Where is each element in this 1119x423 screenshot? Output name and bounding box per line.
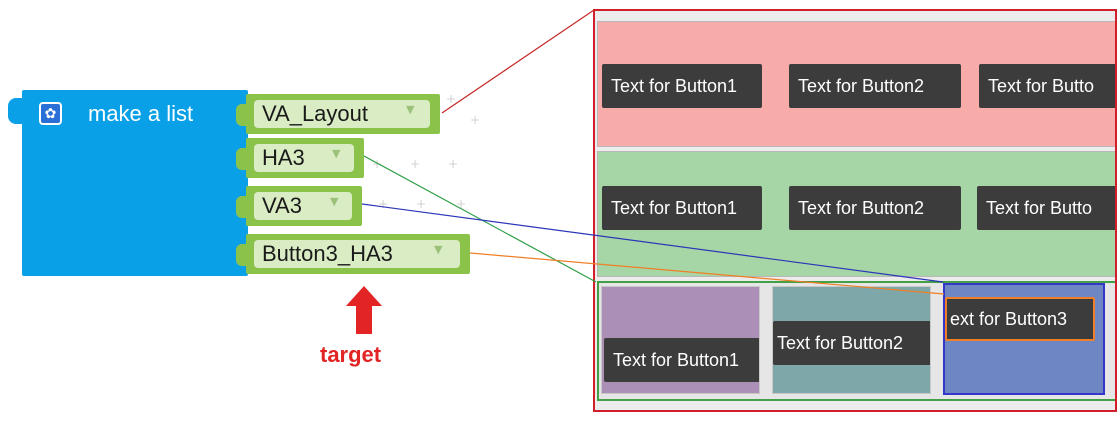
triangle-down-icon[interactable]: ▼ [434,243,443,256]
component-dropdown[interactable]: Button3_HA3 [254,240,460,268]
button3[interactable]: Text for Butto [977,186,1115,230]
va-layout-block[interactable]: VA_Layout ▼ [246,94,440,134]
ha3-connector [363,155,597,283]
component-dropdown[interactable]: VA3 [254,192,352,220]
grid-dot: + [410,157,421,171]
list-block-label: make a list [88,101,194,126]
va-layout-preview: Text for Button1 Text for Button2 Text f… [593,9,1117,412]
socket-tab [236,244,248,266]
socket-tab [236,148,248,170]
button3-ha3-block[interactable]: Button3_HA3 ▼ [246,234,470,274]
grid-dot: + [448,157,459,171]
socket-tab [236,104,248,126]
button1[interactable]: Text for Button1 [602,186,762,230]
button3[interactable]: Text for Butto [979,64,1115,108]
target-label: target [320,342,382,367]
button1[interactable]: Text for Button1 [602,64,762,108]
component-dropdown[interactable]: VA_Layout [254,100,430,128]
va-layout-row: Text for Button1 Text for Button2 Text f… [597,21,1115,147]
button3-highlighted[interactable]: ext for Button3 [945,297,1095,341]
button1[interactable]: Text for Button1 [604,338,759,382]
socket-tab [236,196,248,218]
component-name: VA_Layout [262,101,369,126]
component-name: HA3 [262,145,305,170]
up-arrow-icon [346,286,382,334]
triangle-down-icon[interactable]: ▼ [406,103,415,116]
component-name: VA3 [262,193,302,218]
grid-dot: + [372,157,383,171]
va-layout-connector [441,9,595,114]
ha3-block[interactable]: HA3 ▼ [246,138,364,178]
button2[interactable]: Text for Button2 [789,64,961,108]
ha3-row: Text for Button1 Text for Button2 Text f… [597,151,1115,277]
triangle-down-icon[interactable]: ▼ [332,147,341,160]
va3-block[interactable]: VA3 ▼ [246,186,362,226]
grid-dot: + [470,113,481,127]
arrow-shape [346,286,382,334]
button2[interactable]: Text for Button2 [789,186,961,230]
block-output-tab [8,98,24,124]
button3-connector [469,252,945,295]
triangle-down-icon[interactable]: ▼ [330,195,339,208]
va3-cell-blue: ext for Button3 [943,283,1105,395]
component-name: Button3_HA3 [262,241,393,266]
grid-dot: + [446,92,457,106]
grid-dot: + [456,197,467,211]
gear-icon[interactable]: ✿ [39,102,62,125]
va3-connector [361,203,944,283]
grid-dot: + [416,197,427,211]
grid-dot: + [378,197,389,211]
component-dropdown[interactable]: HA3 [254,144,354,172]
button2[interactable]: Text for Button2 [773,321,930,365]
va3-cell-purple: Text for Button1 [601,286,760,394]
